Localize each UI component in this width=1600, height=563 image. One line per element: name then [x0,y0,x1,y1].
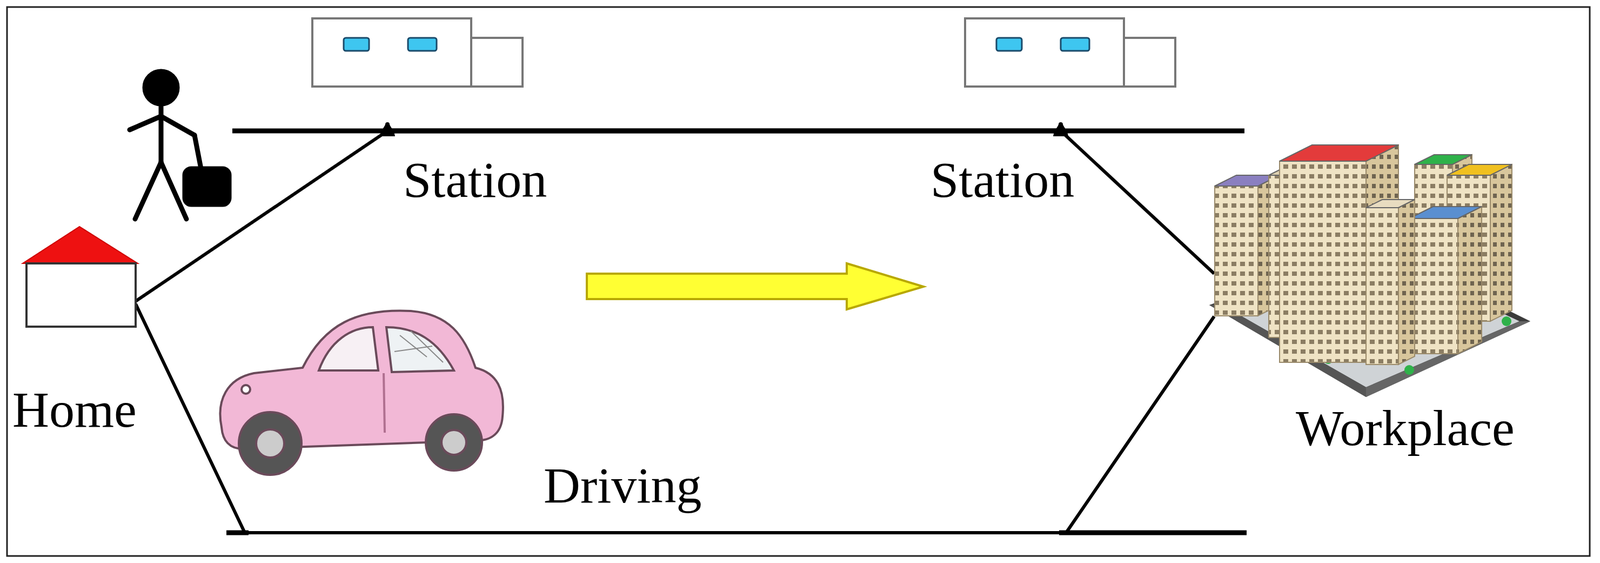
commuter-figure [129,71,230,219]
place-label: Workplace [1295,400,1541,455]
route-line [1060,130,1215,274]
place-label: Station [403,152,566,207]
city-buildings [1203,142,1534,403]
station-stop [378,119,397,138]
car-illustration [220,310,504,475]
station-node: Station [311,16,566,207]
route-line [135,303,1215,533]
road-line [1059,530,1247,535]
workplace-node: Workplace [1203,142,1541,455]
home-node: Home [10,224,158,437]
station-node: Station [918,16,1195,207]
route-label: Driving [540,458,705,512]
direction-arrow [586,263,924,310]
house-icon [10,224,141,330]
train-icon [963,16,1181,141]
route-line [387,128,1061,134]
place-label: Station [930,152,1195,207]
train-icon [311,16,528,141]
route-line [135,130,388,301]
place-label: Home [12,382,158,437]
frame [7,7,1590,556]
station-stop [1052,119,1070,138]
